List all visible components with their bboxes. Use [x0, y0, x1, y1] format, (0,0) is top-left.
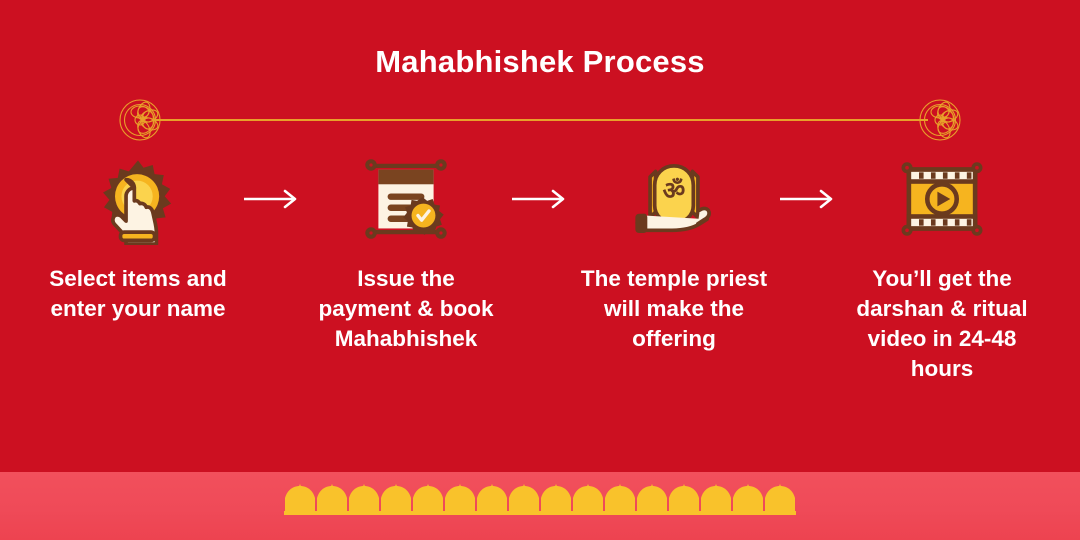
process-step-label: Issue the payment & book Mahabhishek: [318, 266, 494, 351]
process-step-label: The temple priest will make the offering: [580, 266, 768, 351]
document-seal-icon: [352, 150, 460, 248]
bottom-decorative-band: [0, 472, 1080, 540]
hand-offering-om-icon: ॐ: [620, 150, 728, 248]
arrow-right-icon-1: [233, 150, 311, 248]
film-play-icon: [888, 150, 996, 248]
process-step-label: You’ll get the darshan & ritual video in…: [856, 266, 1028, 381]
mandala-rosette-icon-right: [918, 98, 962, 142]
process-step-2[interactable]: Issue the payment & book Mahabhishek: [311, 150, 501, 354]
mandala-rosette-icon-left: [118, 98, 162, 142]
temple-dome-border-icon: [0, 478, 1080, 520]
process-step-1[interactable]: Select items and enter your name: [43, 150, 233, 324]
page-title: Mahabhishek Process: [375, 44, 705, 79]
section-divider: [118, 98, 962, 142]
svg-text:ॐ: ॐ: [663, 176, 686, 205]
process-steps: Select items and enter your name: [49, 150, 1028, 384]
divider-line: [152, 119, 928, 121]
process-step-3[interactable]: ॐ The temple priest will make the offeri…: [579, 150, 769, 354]
process-step-4[interactable]: You’ll get the darshan & ritual video in…: [847, 150, 1037, 384]
arrow-right-icon-3: [769, 150, 847, 248]
hand-tap-icon: [84, 150, 192, 248]
process-step-label: Select items and enter your name: [49, 266, 227, 321]
arrow-right-icon-2: [501, 150, 579, 248]
